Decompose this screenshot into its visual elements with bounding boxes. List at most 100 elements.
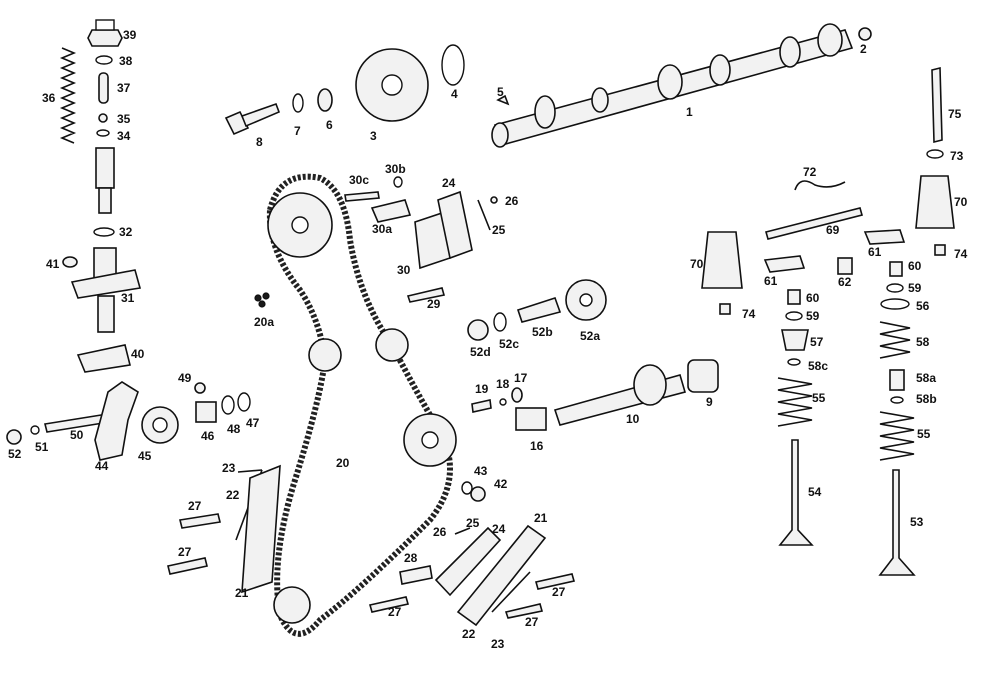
- label-part-18: 18: [496, 377, 510, 391]
- washer-30b: [393, 176, 403, 188]
- label-part-30c: 30c: [349, 173, 370, 187]
- pin-27-a: [179, 513, 221, 529]
- label-part-23-left: 23: [222, 461, 236, 475]
- cap-60-right: [889, 261, 903, 277]
- label-part-23-right: 23: [491, 637, 505, 651]
- camshaft-1: [491, 23, 854, 148]
- ball-35: [98, 113, 108, 123]
- label-part-27-e: 27: [525, 615, 539, 629]
- rocker-61-left: [763, 255, 806, 273]
- label-part-60-left: 60: [806, 291, 820, 305]
- idler-sprocket-left: [308, 338, 342, 372]
- spacer-6: [317, 88, 333, 112]
- spring-55-right: [879, 411, 915, 461]
- guide-58a: [889, 369, 905, 391]
- label-part-50: 50: [70, 428, 84, 442]
- bush-62: [837, 257, 853, 275]
- label-part-7: 7: [294, 124, 301, 138]
- bush-46: [195, 401, 217, 423]
- label-part-45: 45: [138, 449, 152, 463]
- plug-52d: [467, 319, 489, 341]
- label-part-70-right: 70: [954, 195, 968, 209]
- label-part-58a: 58a: [916, 371, 937, 385]
- label-part-6: 6: [326, 118, 333, 132]
- label-part-60-right: 60: [908, 259, 922, 273]
- label-part-52: 52: [8, 447, 22, 461]
- label-part-24-bottom: 24: [492, 522, 506, 536]
- washer-7: [292, 93, 304, 113]
- label-part-4: 4: [451, 87, 458, 101]
- label-part-56: 56: [916, 299, 930, 313]
- washer-48: [221, 395, 235, 415]
- nut-74-right: [934, 244, 946, 256]
- spring-clip-72: [794, 180, 846, 191]
- rocker-shaft-69: [765, 207, 863, 240]
- label-part-74-left: 74: [742, 307, 756, 321]
- ring-32: [93, 227, 115, 237]
- label-part-3: 3: [370, 129, 377, 143]
- label-part-9: 9: [706, 395, 713, 409]
- label-part-36: 36: [42, 91, 56, 105]
- label-part-31: 31: [121, 291, 135, 305]
- nut-74-left: [719, 303, 731, 315]
- label-part-21-left: 21: [235, 586, 249, 600]
- exhaust-valve-column: [878, 261, 916, 576]
- label-part-25-top: 25: [492, 223, 506, 237]
- label-part-27-b: 27: [178, 545, 192, 559]
- label-part-28: 28: [404, 551, 418, 565]
- label-part-42: 42: [494, 477, 508, 491]
- gear-16: [515, 407, 547, 431]
- bracket-70-left: [701, 231, 743, 289]
- label-part-74-right: 74: [954, 247, 968, 261]
- label-part-21-right: 21: [534, 511, 548, 525]
- label-part-40: 40: [131, 347, 145, 361]
- label-part-52b: 52b: [532, 325, 553, 339]
- bracket-30a: [370, 199, 412, 223]
- wire-22-right: [491, 571, 531, 613]
- chain-link-20a: [254, 292, 270, 308]
- label-part-52d: 52d: [470, 345, 491, 359]
- washer-4: [441, 44, 465, 86]
- label-part-19: 19: [475, 382, 489, 396]
- pin-29: [406, 287, 446, 303]
- label-part-34: 34: [117, 129, 131, 143]
- label-part-30a: 30a: [372, 222, 393, 236]
- label-part-75: 75: [948, 107, 962, 121]
- label-part-22-right: 22: [462, 627, 476, 641]
- bolt-19: [471, 399, 492, 413]
- key-5: [496, 94, 510, 106]
- label-part-54: 54: [808, 485, 822, 499]
- gasket-40: [76, 344, 131, 373]
- washer-18: [499, 398, 507, 406]
- label-part-57: 57: [810, 335, 824, 349]
- label-part-44: 44: [95, 459, 109, 473]
- label-part-55-left: 55: [812, 391, 826, 405]
- label-part-26-bottom: 26: [433, 525, 447, 539]
- label-part-8: 8: [256, 135, 263, 149]
- plug-52: [6, 429, 22, 445]
- label-part-24-top: 24: [442, 176, 456, 190]
- idler-sprocket-right: [375, 328, 409, 362]
- keeper-59-left: [785, 311, 803, 321]
- retainer-56: [880, 298, 910, 310]
- nut-41: [62, 256, 78, 268]
- pin-27-d: [504, 603, 544, 619]
- ring-34: [96, 129, 110, 137]
- guide-21-right: [456, 524, 547, 627]
- label-part-27-d: 27: [552, 585, 566, 599]
- label-part-25-bottom: 25: [466, 516, 480, 530]
- label-part-30b: 30b: [385, 162, 406, 176]
- label-part-62: 62: [838, 275, 852, 289]
- stud-75: [931, 66, 943, 144]
- washer-52c: [493, 312, 507, 332]
- label-part-58c: 58c: [808, 359, 829, 373]
- label-part-58: 58: [916, 335, 930, 349]
- screw-26-top: [490, 196, 498, 204]
- bolt-28: [399, 565, 433, 585]
- label-part-41: 41: [46, 257, 60, 271]
- label-part-59-right: 59: [908, 281, 922, 295]
- label-part-2: 2: [860, 42, 867, 56]
- nut-39: [87, 19, 123, 47]
- label-part-27-a: 27: [188, 499, 202, 513]
